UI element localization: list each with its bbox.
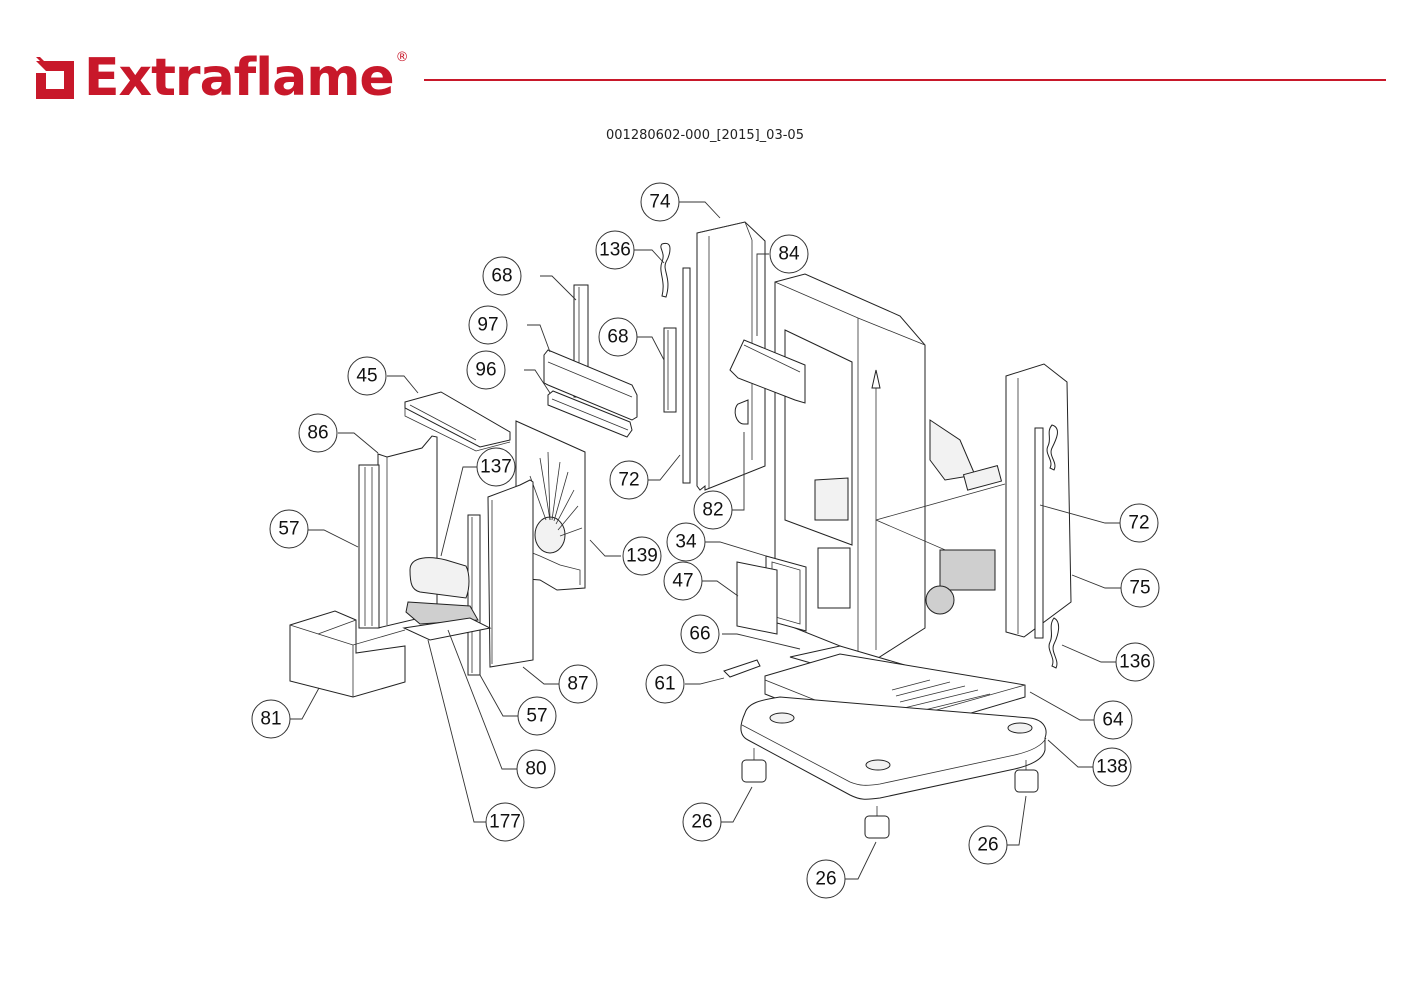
- svg-text:64: 64: [1102, 710, 1124, 731]
- part-57-rail-left: [358, 464, 380, 629]
- part-26-foot-left: [741, 748, 767, 783]
- svg-text:68: 68: [607, 327, 628, 348]
- part-137-motor: [402, 557, 492, 641]
- svg-text:87: 87: [567, 674, 588, 695]
- svg-text:138: 138: [1096, 757, 1128, 778]
- svg-text:97: 97: [477, 315, 498, 336]
- callout-136-bottom[interactable]: 136: [1115, 642, 1155, 682]
- svg-text:47: 47: [672, 571, 693, 592]
- part-26-foot-center: [864, 806, 890, 839]
- callout-72-right[interactable]: 72: [1119, 503, 1159, 543]
- callout-61[interactable]: 61: [645, 664, 685, 704]
- svg-text:66: 66: [689, 624, 710, 645]
- part-47-cover: [736, 561, 778, 635]
- callout-75[interactable]: 75: [1120, 568, 1160, 608]
- svg-text:96: 96: [475, 360, 496, 381]
- header-divider: [424, 79, 1386, 81]
- svg-text:26: 26: [977, 835, 998, 856]
- brand-name: Extraflame: [84, 48, 395, 108]
- registered-mark: ®: [395, 50, 409, 65]
- svg-text:86: 86: [307, 423, 328, 444]
- svg-text:136: 136: [599, 240, 631, 261]
- callout-81[interactable]: 81: [251, 699, 291, 739]
- svg-text:136: 136: [1119, 652, 1151, 673]
- callout-26-right[interactable]: 26: [968, 825, 1008, 865]
- callout-84[interactable]: 84: [769, 234, 809, 274]
- callout-80[interactable]: 80: [516, 749, 556, 789]
- part-138-pedestal: [740, 696, 1047, 800]
- svg-text:75: 75: [1129, 578, 1150, 599]
- part-96-channel: [547, 390, 633, 438]
- svg-text:57: 57: [278, 519, 299, 540]
- callout-138[interactable]: 138: [1092, 747, 1132, 787]
- svg-text:84: 84: [778, 244, 800, 265]
- callout-47[interactable]: 47: [663, 561, 703, 601]
- callout-66[interactable]: 66: [680, 614, 720, 654]
- svg-text:68: 68: [491, 266, 512, 287]
- callout-82[interactable]: 82: [693, 490, 733, 530]
- part-97-channel: [543, 349, 638, 421]
- svg-text:57: 57: [526, 706, 547, 727]
- leader-lines: [290, 201, 1121, 880]
- svg-text:82: 82: [702, 500, 723, 521]
- callout-57-right[interactable]: 57: [517, 696, 557, 736]
- callout-68-right[interactable]: 68: [598, 317, 638, 357]
- svg-text:34: 34: [675, 532, 697, 553]
- part-drawings: [289, 221, 1072, 839]
- callout-136-top[interactable]: 136: [595, 230, 635, 270]
- callout-97[interactable]: 97: [468, 305, 508, 345]
- svg-text:72: 72: [1128, 513, 1149, 534]
- part-81-box: [289, 610, 406, 698]
- svg-text:81: 81: [260, 709, 281, 730]
- part-57-rail-right: [467, 514, 481, 676]
- part-86-side-panel: [377, 435, 438, 629]
- callout-177[interactable]: 177: [485, 802, 525, 842]
- callout-96[interactable]: 96: [466, 350, 506, 390]
- callout-72-left[interactable]: 72: [609, 460, 649, 500]
- part-61-bracket: [723, 659, 761, 678]
- callout-34[interactable]: 34: [666, 522, 706, 562]
- part-electronics: [925, 419, 1003, 615]
- svg-text:45: 45: [356, 366, 377, 387]
- callout-45[interactable]: 45: [347, 356, 387, 396]
- part-136-clip: [660, 242, 671, 298]
- callout-57-left[interactable]: 57: [269, 509, 309, 549]
- callouts: 74 136 84 68 97 68 45 96 86 137 72 82 57…: [251, 182, 1160, 899]
- document-code: 001280602-000_[2015]_03-05: [606, 128, 804, 143]
- callout-26-left[interactable]: 26: [682, 802, 722, 842]
- callout-87[interactable]: 87: [558, 664, 598, 704]
- part-87-inner-panel: [487, 479, 534, 668]
- part-75-side-panel: [1005, 363, 1072, 639]
- callout-68-left[interactable]: 68: [482, 256, 522, 296]
- svg-text:177: 177: [489, 812, 521, 833]
- part-136-clip-lower: [1048, 617, 1060, 669]
- callout-26-center[interactable]: 26: [806, 859, 846, 899]
- callout-137[interactable]: 137: [476, 447, 516, 487]
- svg-text:137: 137: [480, 457, 512, 478]
- brand-logo: Extraflame ®: [34, 50, 409, 106]
- svg-text:139: 139: [626, 546, 658, 567]
- svg-text:74: 74: [649, 192, 671, 213]
- svg-text:26: 26: [691, 812, 712, 833]
- part-45-shelf: [404, 391, 511, 452]
- callout-74[interactable]: 74: [640, 182, 680, 222]
- logo-mark-icon: [36, 57, 74, 99]
- svg-text:72: 72: [618, 470, 639, 491]
- callout-139[interactable]: 139: [622, 536, 662, 576]
- svg-text:26: 26: [815, 869, 836, 890]
- part-68-bracket-right: [663, 327, 677, 413]
- part-82-sensor: [734, 399, 749, 425]
- svg-text:80: 80: [525, 759, 546, 780]
- part-84-deflector: [729, 339, 806, 404]
- part-26-foot-right: [1014, 760, 1039, 793]
- part-72-strip: [682, 267, 691, 484]
- callout-64[interactable]: 64: [1093, 700, 1133, 740]
- svg-text:61: 61: [654, 674, 675, 695]
- callout-86[interactable]: 86: [298, 413, 338, 453]
